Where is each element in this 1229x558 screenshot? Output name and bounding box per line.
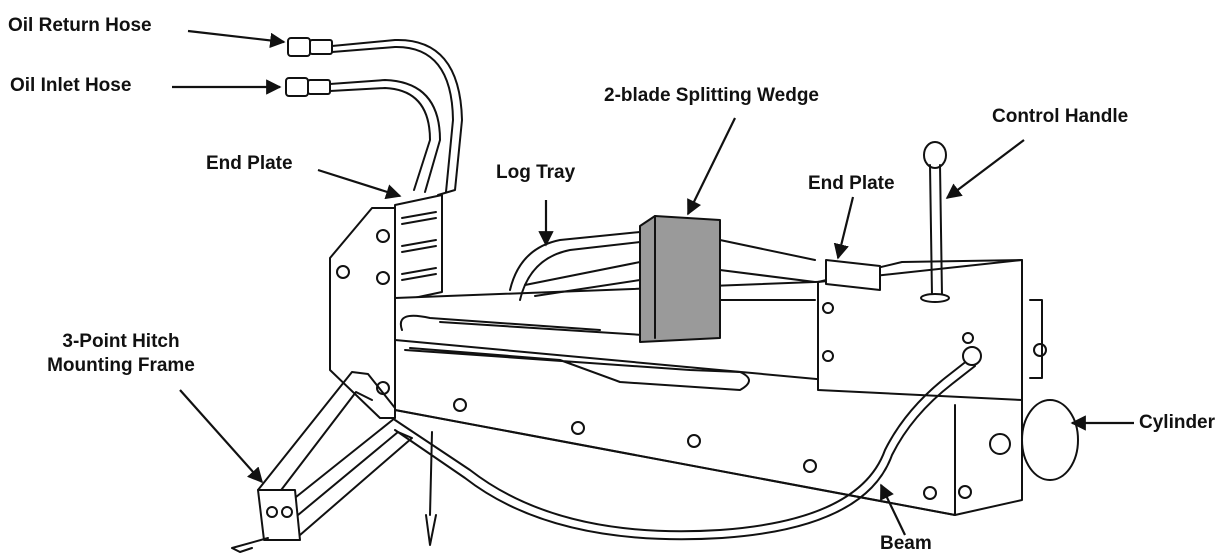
end-plate-right-arrow: [833, 196, 855, 260]
right-end-plate: [825, 259, 881, 291]
left-end-plate: [394, 194, 443, 303]
end-plate-left-arrow: [317, 168, 402, 200]
wedge-arrow: [687, 117, 736, 216]
label-oil-inlet-hose: Oil Inlet Hose: [10, 75, 132, 96]
hitch-frame: [231, 371, 413, 553]
label-control-handle: Control Handle: [992, 106, 1129, 127]
label-end-plate-left: End Plate: [206, 153, 293, 174]
control-handle-arrow: [945, 139, 1025, 199]
label-beam: Beam: [880, 533, 932, 554]
label-splitting-wedge: 2-blade Splitting Wedge: [604, 85, 819, 106]
splitting-wedge: [639, 215, 721, 343]
beam-arrow: [880, 483, 906, 536]
control-handle: [920, 141, 950, 303]
label-oil-return-hose: Oil Return Hose: [8, 15, 152, 36]
oil-return-hose: [287, 37, 463, 196]
label-end-plate-right: End Plate: [808, 173, 895, 194]
label-log-tray: Log Tray: [496, 162, 576, 183]
hitch-arrow: [179, 389, 264, 484]
safety-pins: [425, 431, 437, 546]
label-hitch-frame-line1: 3-Point Hitch: [62, 331, 180, 352]
cylinder-end: [989, 399, 1079, 481]
label-hitch-frame-line2: Mounting Frame: [47, 355, 195, 376]
oil-return-arrow: [187, 29, 286, 49]
log-tray-bars: [509, 231, 816, 301]
lower-hose: [394, 346, 982, 541]
oil-inlet-hose: [285, 77, 441, 193]
label-cylinder: Cylinder: [1139, 412, 1216, 433]
label-hitch-frame: 3-Point Hitch Mounting Frame: [28, 330, 214, 378]
